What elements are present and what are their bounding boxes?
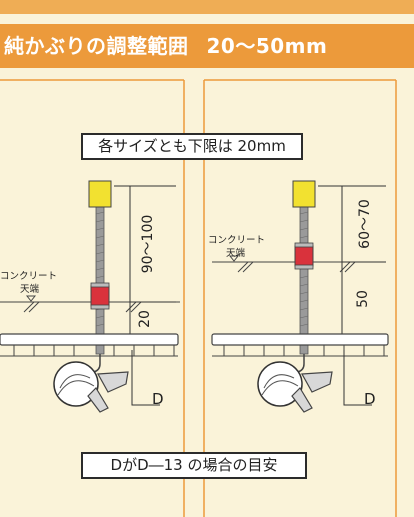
guideline-note: DがD―13 の場合の目安 xyxy=(81,452,307,479)
left-upper-dimension: 90〜100 xyxy=(140,214,156,274)
left-deck-plate xyxy=(0,333,179,346)
right-concrete-label-1: コンクリート xyxy=(208,235,266,246)
left-d-leader xyxy=(131,350,160,406)
right-deck-plate xyxy=(211,333,389,346)
right-rebar xyxy=(257,361,303,407)
right-upper-dimension: 60〜70 xyxy=(357,199,373,249)
title-range: 20〜50mm xyxy=(206,34,328,58)
right-rebar-label: D xyxy=(364,390,376,408)
right-yellow-cap xyxy=(292,180,316,208)
top-decorative-strip xyxy=(0,0,414,14)
left-concrete-label-1: コンクリート xyxy=(0,271,58,282)
page-title: 純かぶりの調整範囲 20〜50mm xyxy=(4,24,327,68)
left-clip-wing xyxy=(97,371,129,393)
left-rebar xyxy=(53,361,99,407)
left-red-nut xyxy=(90,285,110,307)
left-concrete-label-2: 天端 xyxy=(20,284,40,295)
right-level-marker xyxy=(228,255,240,262)
right-spacer-assembly xyxy=(211,180,389,413)
right-concrete-label-2: 天端 xyxy=(226,248,246,259)
right-lower-dimension: 50 xyxy=(355,290,371,308)
title-text: 純かぶりの調整範囲 xyxy=(4,34,189,58)
left-lower-dimension: 20 xyxy=(137,310,153,328)
left-rebar-label: D xyxy=(152,390,164,408)
title-bar: 純かぶりの調整範囲 20〜50mm xyxy=(0,24,414,68)
left-spacer-assembly xyxy=(0,180,180,413)
right-clip-wing xyxy=(301,371,333,393)
left-level-marker xyxy=(25,295,37,302)
right-red-nut xyxy=(294,245,314,267)
adjustment-diagram xyxy=(0,79,397,517)
lower-limit-note: 各サイズとも下限は 20mm xyxy=(81,133,303,160)
left-yellow-cap xyxy=(88,180,112,208)
right-d-leader xyxy=(343,350,372,406)
